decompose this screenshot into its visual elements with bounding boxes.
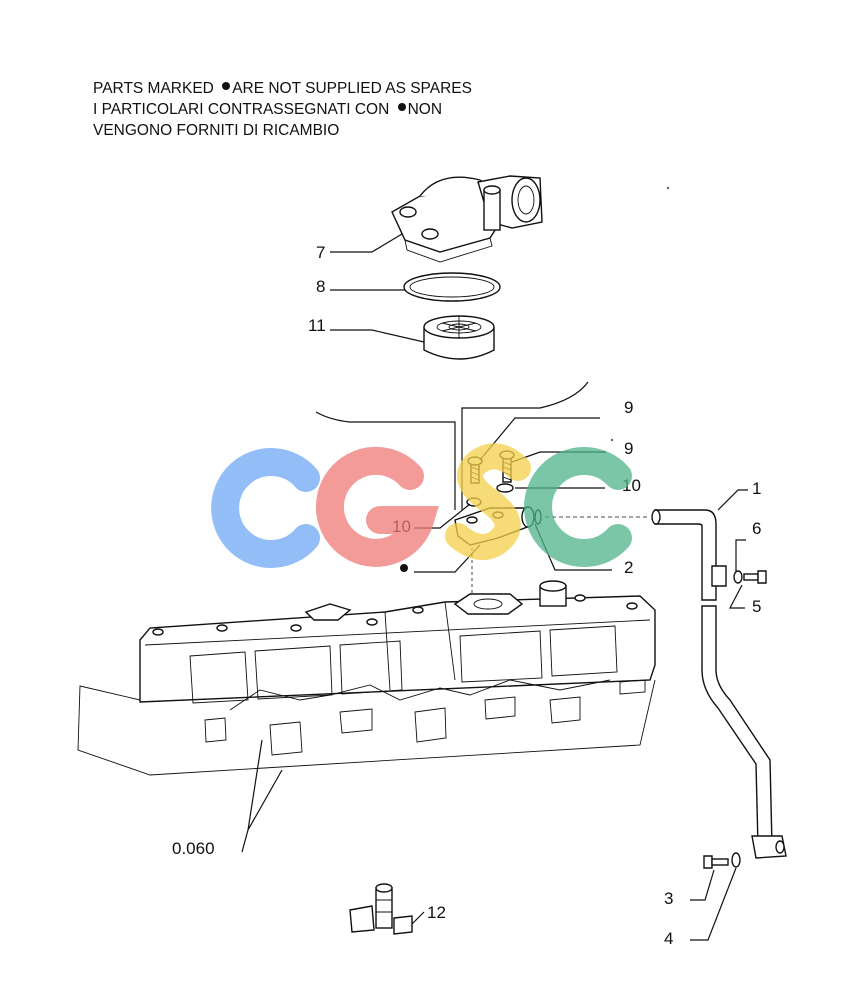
notice-line-2: I PARTICOLARI CONTRASSEGNATI CON NON <box>93 101 443 118</box>
head-outline-line <box>315 411 456 510</box>
bullet-icon <box>397 102 406 111</box>
not-supplied-bullet-icon <box>400 564 408 572</box>
watermark-letter-g <box>315 446 439 567</box>
leader-5 <box>729 584 745 609</box>
callout-1: 1 <box>752 479 761 498</box>
leader-1 <box>717 489 748 511</box>
part-5-screw <box>743 570 767 584</box>
watermark-letter-c <box>211 448 320 568</box>
callout-8: 8 <box>316 277 325 296</box>
callout-12: 12 <box>427 903 446 922</box>
watermark-letter-c <box>524 447 632 567</box>
part-11-thermostat <box>423 315 495 360</box>
cylinder-head <box>77 580 656 776</box>
leader-7 <box>330 233 403 253</box>
watermark-letter-s <box>445 443 531 560</box>
leader-11 <box>330 329 425 343</box>
part-7-thermostat-housing <box>391 175 543 263</box>
callout-9b: 9 <box>624 439 633 458</box>
leader-3 <box>690 869 715 901</box>
part-4-washer <box>731 852 741 868</box>
leader-6 <box>735 539 746 572</box>
callout-11: 11 <box>308 316 326 335</box>
part-8-gasket <box>403 272 501 302</box>
callout-2: 2 <box>624 558 633 577</box>
callout-9a: 9 <box>624 398 633 417</box>
callout-6: 6 <box>752 519 761 538</box>
spares-notice: PARTS MARKED ARE NOT SUPPLIED AS SPARES … <box>93 78 472 141</box>
cgsc-watermark-logo <box>211 443 632 568</box>
leader-4 <box>690 867 737 941</box>
callout-0060: 0.060 <box>172 839 215 858</box>
leader-12 <box>411 911 425 925</box>
head-outline-line <box>461 381 589 510</box>
callout-7: 7 <box>316 243 325 262</box>
part-3-screw <box>703 855 729 869</box>
notice-line-1: PARTS MARKED ARE NOT SUPPLIED AS SPARES <box>93 80 472 97</box>
leader-0060 <box>241 739 283 853</box>
callout-4: 4 <box>664 929 673 948</box>
part-12-sender-unit <box>349 883 413 935</box>
part-1-pipe <box>651 509 787 859</box>
notice-line-3: VENGONO FORNITI DI RICAMBIO <box>93 122 340 139</box>
bullet-icon <box>222 81 231 90</box>
part-6-washer <box>733 570 743 584</box>
callout-5: 5 <box>752 597 761 616</box>
callout-3: 3 <box>664 889 673 908</box>
